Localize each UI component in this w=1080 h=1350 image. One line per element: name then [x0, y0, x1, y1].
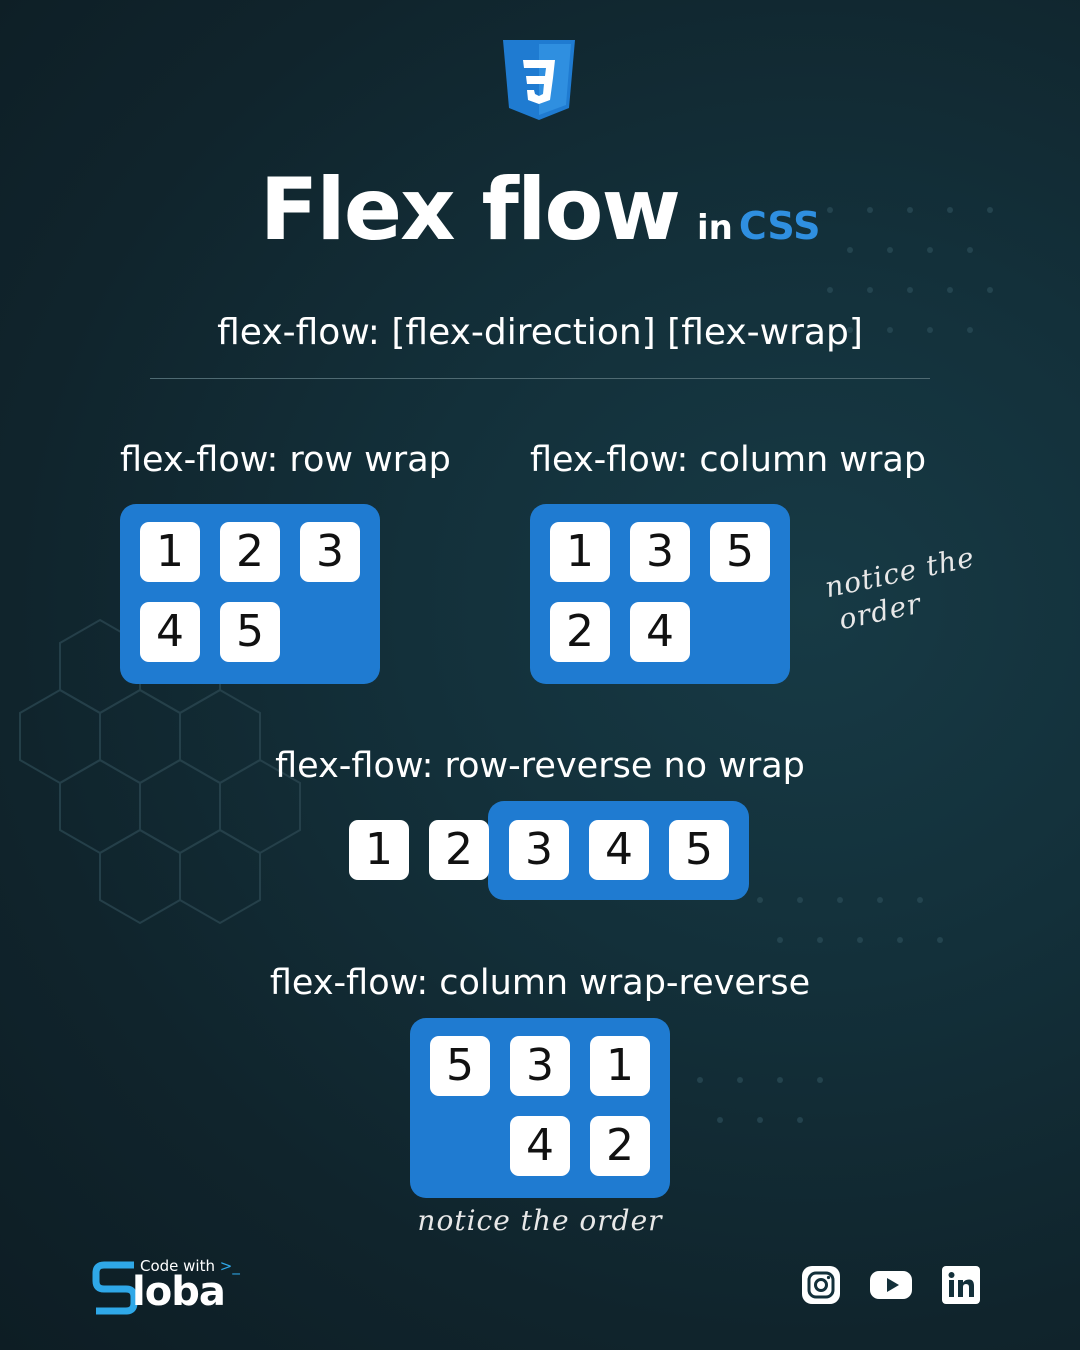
label-row-reverse: flex-flow: row-reverse no wrap — [275, 746, 805, 786]
flex-item: 3 — [300, 522, 360, 582]
flex-item-overflow: 2 — [429, 820, 489, 880]
flex-item: 2 — [220, 522, 280, 582]
flex-item: 4 — [140, 602, 200, 662]
label-column-wrap: flex-flow: column wrap — [530, 440, 927, 480]
container-column-wrap: 1 3 5 2 4 — [530, 504, 790, 684]
brand-small-text: Code with >_ — [140, 1257, 240, 1275]
flex-item-overflow: 1 — [349, 820, 409, 880]
note-column-wrap-reverse: notice the order — [417, 1204, 663, 1237]
container-row-wrap: 1 2 3 4 5 — [120, 504, 380, 684]
linkedin-icon[interactable] — [941, 1265, 981, 1305]
flex-item: 1 — [550, 522, 610, 582]
flex-item: 3 — [630, 522, 690, 582]
flex-item: 4 — [510, 1116, 570, 1176]
divider — [150, 378, 930, 379]
label-column-wrap-reverse: flex-flow: column wrap-reverse — [269, 963, 811, 1003]
syntax-line: flex-flow: [flex-direction] [flex-wrap] — [217, 312, 863, 353]
flex-item: 5 — [710, 522, 770, 582]
title-main: Flex flow — [259, 160, 681, 260]
flex-item: 5 — [669, 820, 729, 880]
title-in: in — [696, 208, 733, 248]
flex-item: 3 — [510, 1036, 570, 1096]
instagram-icon[interactable] — [801, 1265, 841, 1305]
title-css: CSS — [738, 204, 821, 248]
brand-name: loba — [132, 1269, 226, 1315]
flex-item: 2 — [590, 1116, 650, 1176]
flex-item: 5 — [220, 602, 280, 662]
label-row-wrap: flex-flow: row wrap — [120, 440, 451, 480]
brand-logo: Code with >_ loba — [92, 1255, 252, 1315]
container-column-wrap-reverse: 5 3 1 4 2 — [410, 1018, 670, 1198]
css3-logo-icon — [503, 40, 575, 120]
brand-s-icon — [92, 1261, 138, 1315]
flex-item: 3 — [509, 820, 569, 880]
flex-item: 2 — [550, 602, 610, 662]
youtube-icon[interactable] — [869, 1265, 913, 1305]
flex-item: 4 — [630, 602, 690, 662]
flex-item: 4 — [589, 820, 649, 880]
flex-item: 5 — [430, 1036, 490, 1096]
flex-item: 1 — [590, 1036, 650, 1096]
flex-item: 1 — [140, 522, 200, 582]
